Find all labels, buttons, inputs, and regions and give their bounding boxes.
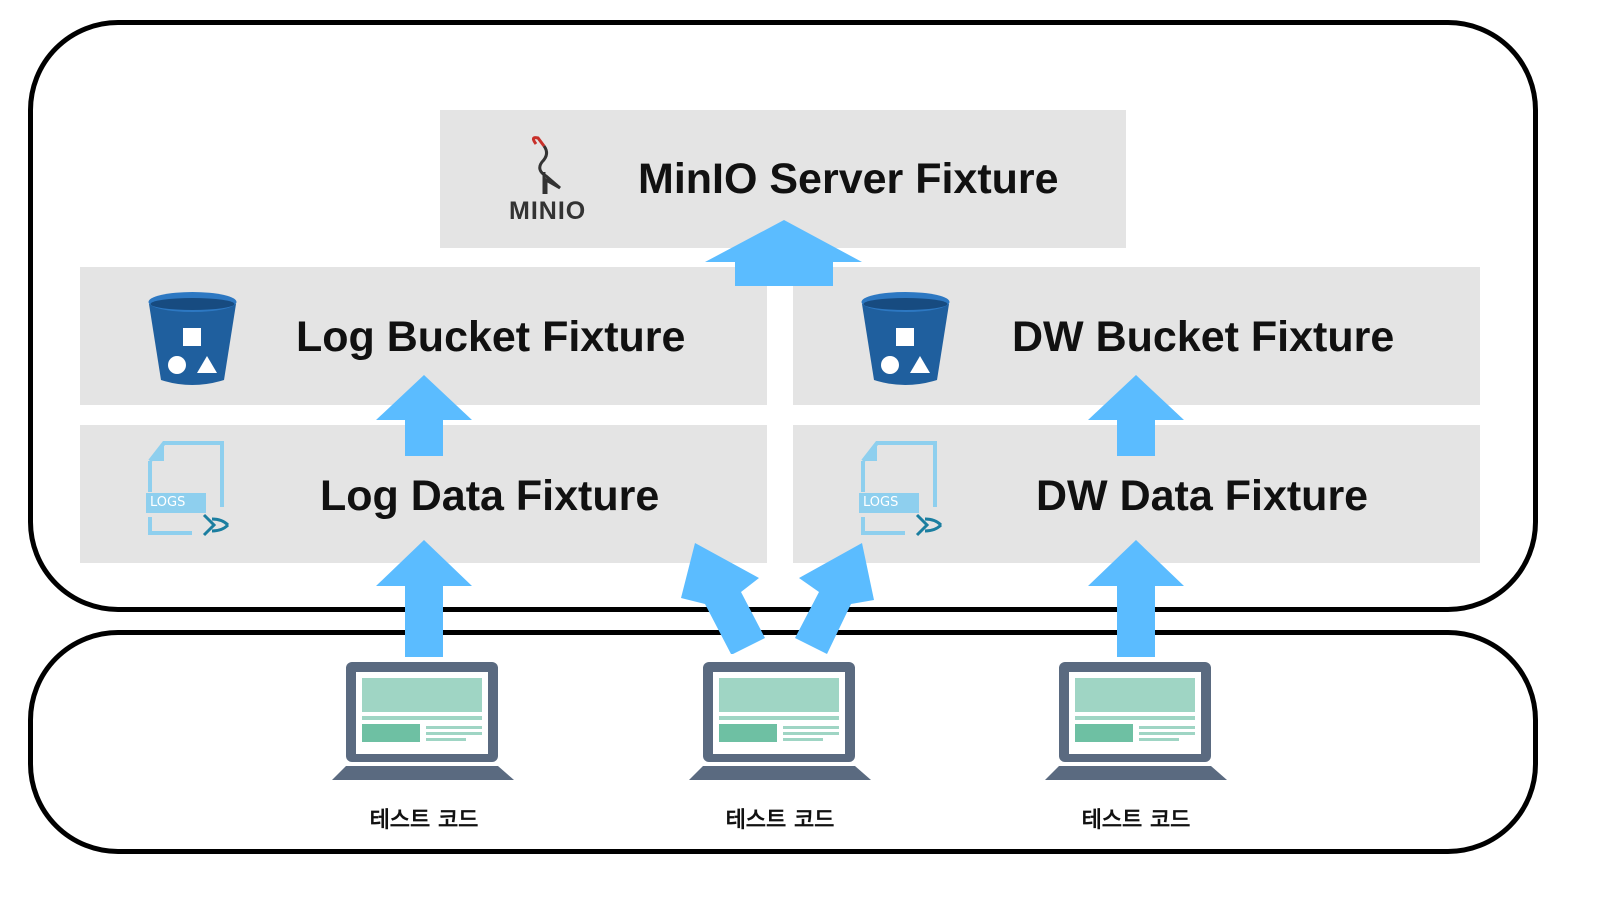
test-code-caption: 테스트 코드 — [1081, 808, 1191, 833]
log-bucket-fixture-label: Log Bucket Fixture — [296, 313, 686, 361]
laptop-icon — [332, 662, 514, 780]
arrow-test1-to-logdata — [376, 540, 472, 657]
dw-data-fixture-label: DW Data Fixture — [1036, 472, 1369, 520]
test-code-caption: 테스트 코드 — [725, 808, 835, 833]
arrow-dwdata-to-dwbucket — [1088, 375, 1184, 456]
dw-data-logs-text: LOGS — [863, 495, 899, 510]
arrow-logdata-to-logbucket — [376, 375, 472, 456]
laptop-icon — [1045, 662, 1227, 780]
log-data-logs-text: LOGS — [150, 495, 186, 510]
dw-bucket-fixture-label: DW Bucket Fixture — [1012, 313, 1395, 361]
arrow-test2-to-dwdata — [795, 543, 874, 654]
dw-bucket-icon — [861, 292, 950, 385]
laptop-icon — [689, 662, 871, 780]
log-data-logs-file-icon — [146, 441, 230, 537]
arrow-test2-to-logdata — [681, 543, 765, 654]
minio-heron-logo-icon — [531, 136, 561, 194]
dw-data-logs-file-icon — [859, 441, 943, 537]
minio-server-fixture-label: MinIO Server Fixture — [638, 155, 1059, 203]
arrow-buckets-to-minio — [705, 220, 862, 286]
minio-logo-text: MINIO — [509, 197, 587, 225]
test-code-caption: 테스트 코드 — [369, 808, 479, 833]
log-data-fixture-label: Log Data Fixture — [320, 472, 660, 520]
arrow-test3-to-dwdata — [1088, 540, 1184, 657]
log-bucket-icon — [148, 292, 237, 385]
